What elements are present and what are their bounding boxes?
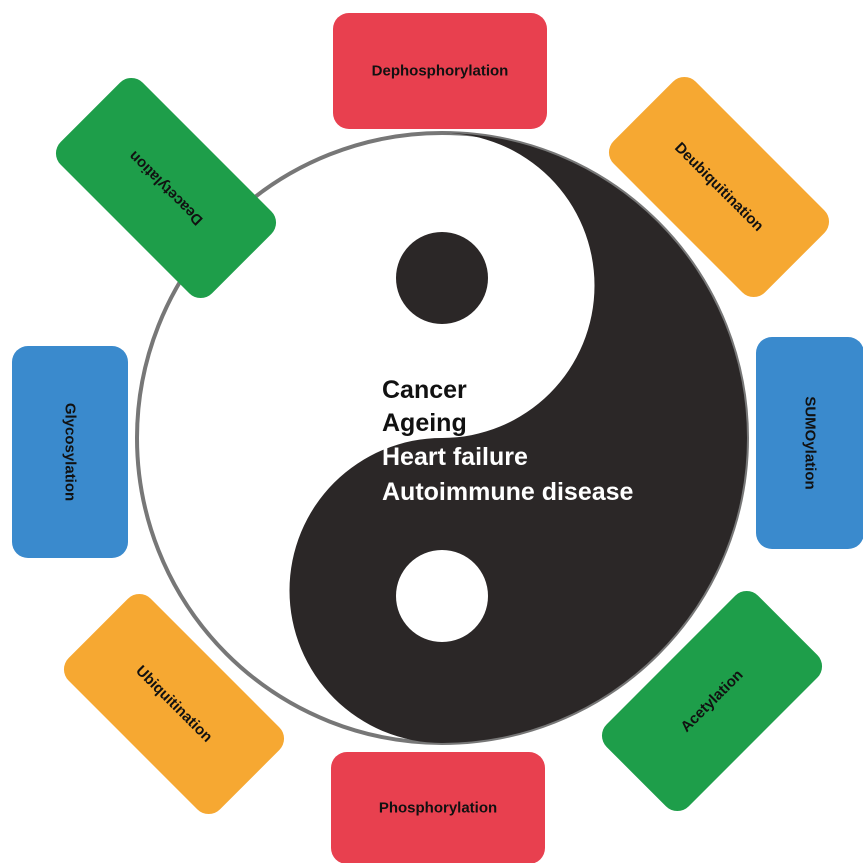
modification-box-bg — [63, 593, 285, 815]
modification-box-deacetylation: Deacetylation — [55, 77, 277, 299]
yin-yang-upper-dot — [396, 232, 488, 324]
yin-yang-symbol — [135, 131, 749, 745]
yin-yang-lower-dot — [396, 550, 488, 642]
modification-label: SUMOylation — [802, 396, 819, 489]
modification-label: Glycosylation — [62, 403, 79, 501]
modification-label: Phosphorylation — [379, 800, 497, 817]
center-line-autoimmune-disease: Autoimmune disease — [382, 478, 634, 506]
modification-box-bg — [333, 13, 547, 129]
modification-box-ubiquitination: Ubiquitination — [63, 593, 285, 815]
modification-box-bg — [601, 590, 823, 812]
modification-box-glycosylation: Glycosylation — [12, 346, 128, 558]
modification-box-sumoylation: SUMOylation — [756, 337, 863, 549]
modification-box-deubiquitination: Deubiquitination — [608, 76, 830, 298]
center-line-cancer: Cancer — [382, 376, 467, 404]
modification-box-acetylation: Acetylation — [601, 590, 823, 812]
center-text-block: Cancer Ageing Heart failure Autoimmune d… — [382, 376, 634, 506]
center-line-ageing: Ageing — [382, 409, 467, 437]
modification-box-bg — [331, 752, 545, 863]
modification-box-bg — [756, 337, 863, 549]
modification-box-bg — [55, 77, 277, 299]
modification-box-dephosphorylation: Dephosphorylation — [333, 13, 547, 129]
modification-box-bg — [12, 346, 128, 558]
modification-box-phosphorylation: Phosphorylation — [331, 752, 545, 863]
modification-label: Dephosphorylation — [372, 63, 509, 80]
modification-box-bg — [608, 76, 830, 298]
center-line-heart-failure: Heart failure — [382, 443, 528, 471]
